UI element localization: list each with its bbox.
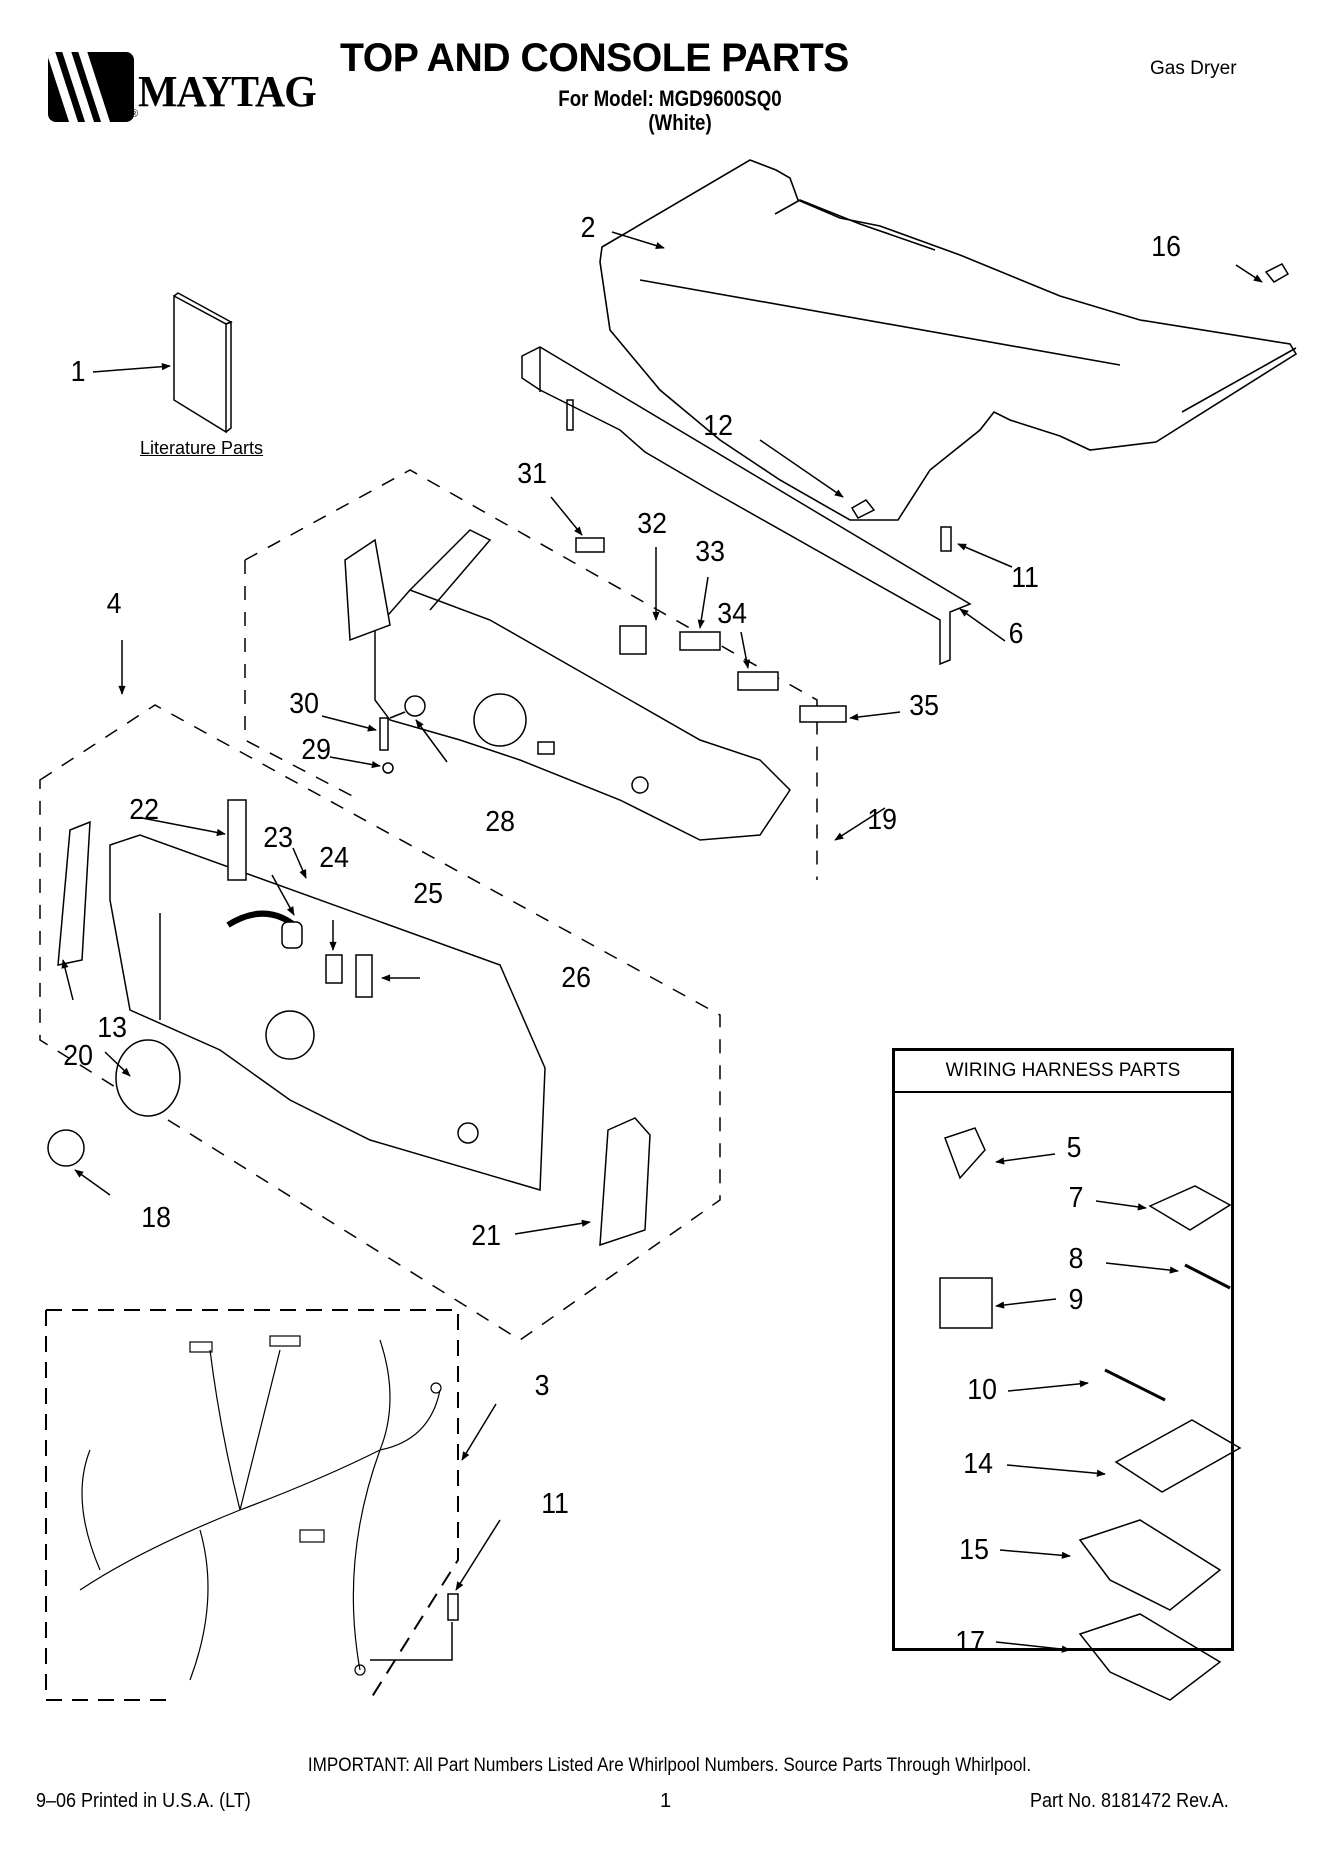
button-25-icon [325, 954, 343, 984]
page-title: TOP AND CONSOLE PARTS [340, 36, 849, 80]
clip-5-icon [944, 1127, 986, 1180]
callout-23: 23 [263, 822, 293, 854]
console-panel-part [109, 834, 546, 1191]
callout-10: 10 [967, 1374, 997, 1406]
top-panel-part [599, 159, 1298, 521]
model-number: For Model: MGD9600SQ0 [558, 86, 782, 111]
connector-7-icon [1148, 1185, 1232, 1231]
wiring-harness-title: WIRING HARNESS PARTS [895, 1051, 1231, 1093]
connector-9-icon [939, 1277, 993, 1329]
terminal-8-icon [1184, 1263, 1231, 1290]
callout-3: 3 [534, 1370, 550, 1402]
switch-35-icon [799, 705, 847, 723]
callout-30: 30 [289, 688, 319, 720]
callout-24: 24 [319, 842, 349, 874]
connector-15-icon [1078, 1519, 1222, 1611]
callout-13: 13 [97, 1012, 127, 1044]
end-cap-left-part [57, 820, 91, 966]
callout-17: 17 [955, 1626, 985, 1658]
callout-11-bottom: 11 [541, 1488, 569, 1520]
encoder-28-icon [389, 695, 426, 719]
literature-book-icon [173, 292, 233, 434]
appliance-type: Gas Dryer [1150, 58, 1237, 79]
callout-14: 14 [963, 1448, 993, 1480]
callout-25: 25 [413, 878, 443, 910]
important-notice: IMPORTANT: All Part Numbers Listed Are W… [307, 1755, 1032, 1776]
page-number: 1 [660, 1790, 672, 1812]
screw-16-icon [1264, 263, 1290, 283]
switch-33-icon [679, 631, 721, 651]
console-bracket-part [521, 346, 972, 666]
screw-11-bottom-icon [447, 1593, 459, 1621]
callout-4: 4 [106, 588, 122, 620]
callout-33: 33 [695, 536, 725, 568]
wire-harness-part [79, 1335, 442, 1681]
callout-8: 8 [1068, 1243, 1084, 1275]
callout-34: 34 [717, 598, 747, 630]
callout-16: 16 [1151, 231, 1181, 263]
callout-7: 7 [1068, 1182, 1084, 1214]
callout-15: 15 [959, 1534, 989, 1566]
document-part-number: Part No. 8181472 Rev.A. [1030, 1790, 1229, 1812]
connector-17-icon [1078, 1613, 1222, 1701]
switch-31-icon [575, 537, 605, 553]
callout-5: 5 [1066, 1132, 1082, 1164]
maytag-logo-mark-icon [48, 52, 134, 122]
button-22-icon [227, 799, 247, 881]
switch-34-icon [737, 671, 779, 691]
literature-parts-label: Literature Parts [140, 438, 264, 458]
screw-11-icon [940, 526, 952, 552]
callout-21: 21 [471, 1220, 501, 1252]
callout-11-top: 11 [1011, 562, 1039, 594]
maytag-logo: MAYTAG ® [48, 52, 328, 122]
led-29-icon [382, 762, 394, 774]
console-control-housing-part [344, 529, 791, 841]
callout-19: 19 [867, 804, 897, 836]
terminal-10-icon [1104, 1368, 1166, 1402]
callout-20: 20 [63, 1040, 93, 1072]
switch-32-icon [619, 625, 647, 655]
knob-part [47, 1129, 85, 1167]
callout-12: 12 [703, 410, 733, 442]
callout-31: 31 [517, 458, 547, 490]
button-26-icon [355, 954, 373, 998]
callout-32: 32 [637, 508, 667, 540]
callout-28: 28 [485, 806, 515, 838]
callout-18: 18 [141, 1202, 171, 1234]
bezel-part [115, 1039, 181, 1117]
print-info: 9–06 Printed in U.S.A. (LT) [36, 1790, 251, 1812]
screw-12-icon [850, 499, 876, 519]
model-variant: (White) [648, 110, 712, 135]
end-cap-right-part [599, 1117, 651, 1247]
callout-2: 2 [580, 212, 596, 244]
wiring-harness-parts-box: WIRING HARNESS PARTS [892, 1048, 1234, 1651]
callout-35: 35 [909, 690, 939, 722]
callout-29: 29 [301, 734, 331, 766]
registered-mark: ® [130, 108, 139, 120]
callout-22: 22 [129, 794, 159, 826]
brand-name: MAYTAG [138, 67, 317, 116]
light-pipe-30-icon [379, 717, 389, 751]
callout-26: 26 [561, 962, 591, 994]
callout-6: 6 [1008, 618, 1024, 650]
connector-14-icon [1114, 1419, 1242, 1493]
callout-9: 9 [1068, 1284, 1084, 1316]
display-24-icon [281, 921, 303, 949]
callout-1: 1 [70, 356, 86, 388]
